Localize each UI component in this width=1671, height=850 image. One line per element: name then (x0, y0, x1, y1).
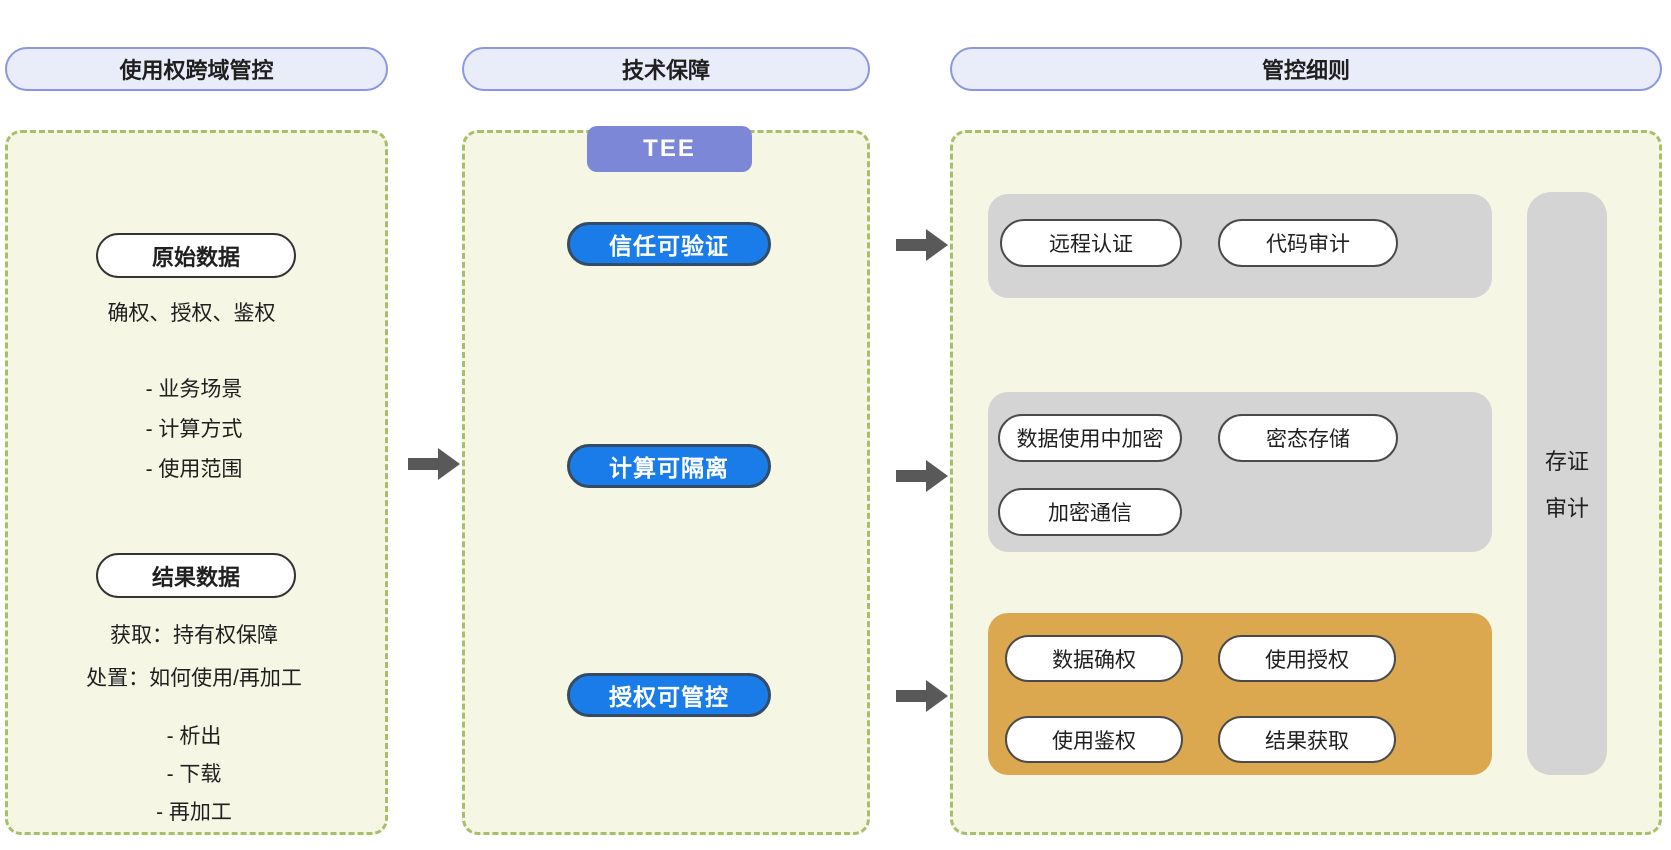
capability-pill-label: 授权可管控 (609, 684, 729, 710)
evidence-audit-bar: 存证 审计 (1527, 192, 1607, 775)
arrow-middle-to-right-top (896, 227, 948, 263)
rule-pill-label: 使用授权 (1265, 648, 1349, 672)
block-arrow-icon (896, 460, 948, 492)
rule-pill-label: 密态存储 (1266, 428, 1350, 451)
result-data-bullet-item: - 下载 (166, 763, 222, 786)
block-arrow-icon (896, 229, 948, 261)
block-arrow-icon (408, 448, 460, 480)
evidence-audit-bar-line: 存证 (1544, 449, 1589, 474)
result-data-bullet-item: - 析出 (166, 725, 222, 748)
column-header-usage-rights-label: 使用权跨域管控 (119, 58, 274, 83)
tee-badge: TEE (587, 126, 752, 172)
capability-pill-trust-verifiable: 信任可验证 (567, 222, 771, 266)
capability-pill-authorization-controllable: 授权可管控 (567, 673, 771, 717)
column-header-tech-guarantee: 技术保障 (462, 47, 870, 91)
capability-pill-compute-isolatable: 计算可隔离 (567, 444, 771, 488)
result-data-lines: 获取：持有权保障 处置：如何使用/再加工 (0, 614, 388, 700)
column-header-control-rules: 管控细则 (950, 47, 1662, 91)
result-data-bullet-list: - 析出 - 下载 - 再加工 (0, 718, 388, 832)
tee-badge-label: TEE (643, 135, 696, 162)
rule-pill-remote-attestation: 远程认证 (1000, 219, 1182, 267)
evidence-audit-bar-line: 审计 (1544, 496, 1589, 521)
raw-data-bullet-item: - 业务场景 (145, 378, 243, 401)
rule-pill-encrypted-communication: 加密通信 (998, 488, 1182, 536)
column-header-usage-rights: 使用权跨域管控 (5, 47, 388, 91)
result-data-pill-label: 结果数据 (151, 564, 240, 590)
column-header-control-rules-label: 管控细则 (1261, 58, 1350, 83)
rule-pill-label: 数据确权 (1052, 648, 1136, 672)
rule-pill-data-confirmation: 数据确权 (1005, 635, 1183, 682)
result-data-line: 获取：持有权保障 (110, 624, 278, 647)
rule-pill-code-audit: 代码审计 (1218, 219, 1398, 267)
capability-pill-label: 计算可隔离 (609, 455, 729, 481)
rule-pill-label: 使用鉴权 (1052, 729, 1136, 753)
block-arrow-icon (896, 680, 948, 712)
rule-pill-encrypted-storage: 密态存储 (1218, 414, 1398, 462)
rule-pill-label: 数据使用中加密 (1016, 428, 1164, 451)
arrow-middle-to-right-middle (896, 458, 948, 494)
raw-data-pill: 原始数据 (96, 233, 296, 278)
rule-pill-label: 加密通信 (1048, 502, 1132, 525)
raw-data-bullet-item: - 使用范围 (145, 458, 243, 481)
raw-data-description: 确权、授权、鉴权 (107, 302, 276, 325)
raw-data-bullet-list: - 业务场景 - 计算方式 - 使用范围 (0, 370, 388, 490)
result-data-pill: 结果数据 (96, 553, 296, 598)
raw-data-bullet-item: - 计算方式 (145, 418, 243, 441)
capability-pill-label: 信任可验证 (609, 233, 729, 259)
result-data-bullet-item: - 再加工 (156, 801, 232, 824)
rule-pill-label: 代码审计 (1266, 233, 1350, 256)
rule-pill-usage-authorization: 使用授权 (1218, 635, 1396, 682)
rule-pill-label: 远程认证 (1049, 233, 1133, 256)
rule-pill-label: 结果获取 (1265, 729, 1349, 753)
raw-data-pill-label: 原始数据 (151, 244, 240, 270)
rule-pill-result-retrieval: 结果获取 (1218, 716, 1396, 763)
result-data-line: 处置：如何使用/再加工 (86, 667, 302, 690)
rule-pill-usage-authentication: 使用鉴权 (1005, 716, 1183, 763)
column-header-tech-guarantee-label: 技术保障 (621, 58, 710, 83)
arrow-middle-to-right-bottom (896, 678, 948, 714)
arrow-left-to-middle (408, 446, 460, 482)
rule-pill-in-use-encryption: 数据使用中加密 (998, 414, 1182, 462)
